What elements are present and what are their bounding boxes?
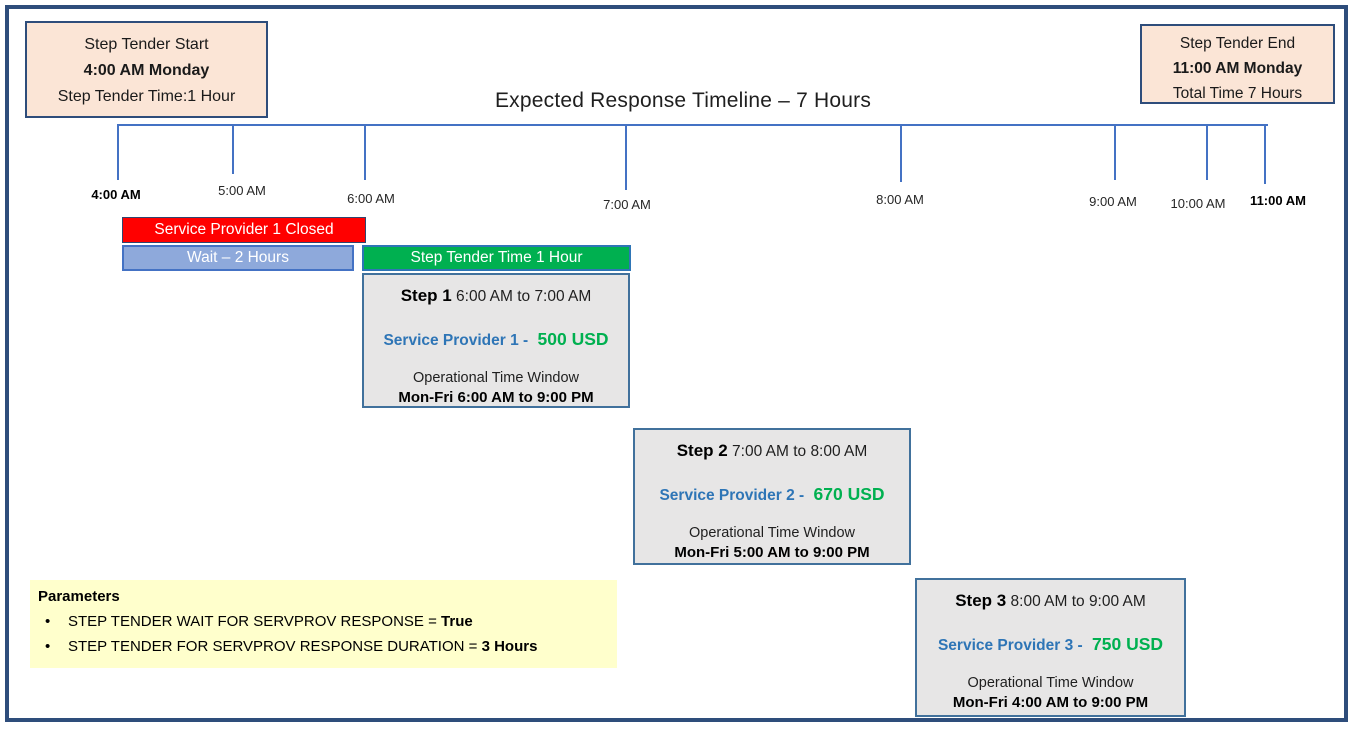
end-box-line2: 11:00 AM Monday — [1172, 60, 1303, 77]
tick-label-7am: 7:00 AM — [603, 197, 651, 212]
outer-frame — [5, 5, 1348, 722]
step-3-otw-hours: Mon-Fri 4:00 AM to 9:00 PM — [952, 694, 1149, 711]
step-tender-start-box: Step Tender Start 4:00 AM Monday Step Te… — [25, 21, 268, 118]
step-tender-end-box: Step Tender End 11:00 AM Monday Total Ti… — [1140, 24, 1335, 104]
tick-8am — [900, 124, 902, 182]
step-3-otw-label: Operational Time Window — [967, 675, 1134, 691]
parameter-1-text: STEP TENDER WAIT FOR SERVPROV RESPONSE = — [68, 613, 437, 630]
step-2-otw-label: Operational Time Window — [688, 525, 855, 541]
tick-7am — [625, 124, 627, 190]
step-1-header: Step 1 6:00 AM to 7:00 AM — [364, 286, 628, 306]
parameter-2-value: 3 Hours — [481, 638, 538, 655]
step-3-name: Step 3 — [955, 591, 1007, 610]
step-3-time: 8:00 AM to 9:00 AM — [1010, 593, 1146, 610]
tick-label-9am: 9:00 AM — [1089, 194, 1137, 209]
step-2-otw-hours: Mon-Fri 5:00 AM to 9:00 PM — [674, 544, 870, 561]
step-2-header: Step 2 7:00 AM to 8:00 AM — [635, 441, 909, 461]
step-3-provider: Service Provider 3 - — [937, 637, 1083, 654]
step-3-header: Step 3 8:00 AM to 9:00 AM — [917, 591, 1184, 611]
parameter-1-value: True — [441, 613, 473, 630]
step-2-name: Step 2 — [676, 441, 728, 460]
tick-10am — [1206, 124, 1208, 180]
start-box-line2: 4:00 AM Monday — [83, 62, 210, 79]
step-2-box: Step 2 7:00 AM to 8:00 AM Service Provid… — [633, 428, 911, 565]
step-1-provider: Service Provider 1 - — [383, 332, 529, 349]
step-3-price: 750 USD — [1092, 634, 1164, 654]
step-3-provider-line: Service Provider 3 - 750 USD — [917, 634, 1184, 655]
tick-6am — [364, 124, 366, 180]
step-2-provider-line: Service Provider 2 - 670 USD — [635, 484, 909, 505]
step-3-box: Step 3 8:00 AM to 9:00 AM Service Provid… — [915, 578, 1186, 717]
timeline-axis — [118, 124, 1268, 126]
step-1-time: 6:00 AM to 7:00 AM — [456, 288, 592, 305]
diagram-title: Expected Response Timeline – 7 Hours — [494, 89, 872, 112]
tick-label-4am: 4:00 AM — [91, 187, 141, 202]
tick-label-8am: 8:00 AM — [876, 192, 924, 207]
step-2-time: 7:00 AM to 8:00 AM — [732, 443, 868, 460]
service-provider-closed-bar: Service Provider 1 Closed — [122, 217, 366, 243]
tick-11am — [1264, 124, 1266, 184]
parameter-item: STEP TENDER WAIT FOR SERVPROV RESPONSE =… — [38, 609, 617, 634]
parameters-box: Parameters STEP TENDER WAIT FOR SERVPROV… — [30, 580, 617, 668]
start-box-line1: Step Tender Start — [84, 36, 209, 53]
start-box-line3: Step Tender Time:1 Hour — [57, 88, 236, 105]
parameters-list: STEP TENDER WAIT FOR SERVPROV RESPONSE =… — [38, 609, 617, 659]
step-1-provider-line: Service Provider 1 - 500 USD — [364, 329, 628, 350]
parameter-2-text: STEP TENDER FOR SERVPROV RESPONSE DURATI… — [68, 638, 478, 655]
step-1-name: Step 1 — [400, 286, 452, 305]
tick-label-11am: 11:00 AM — [1250, 193, 1306, 208]
tick-5am — [232, 124, 234, 174]
parameter-item: STEP TENDER FOR SERVPROV RESPONSE DURATI… — [38, 634, 617, 659]
step-1-price: 500 USD — [537, 329, 609, 349]
step-2-provider: Service Provider 2 - — [659, 487, 805, 504]
tick-label-10am: 10:00 AM — [1170, 196, 1226, 211]
tick-label-5am: 5:00 AM — [218, 183, 266, 198]
end-box-line3: Total Time 7 Hours — [1172, 85, 1303, 102]
step-1-box: Step 1 6:00 AM to 7:00 AM Service Provid… — [362, 273, 630, 408]
step-tender-time-bar: Step Tender Time 1 Hour — [362, 245, 631, 271]
step-1-otw-hours: Mon-Fri 6:00 AM to 9:00 PM — [398, 389, 594, 406]
wait-bar: Wait – 2 Hours — [122, 245, 354, 271]
tick-label-6am: 6:00 AM — [347, 191, 395, 206]
step-2-price: 670 USD — [813, 484, 885, 504]
parameters-title: Parameters — [38, 588, 120, 605]
end-box-line1: Step Tender End — [1179, 35, 1296, 52]
tick-4am — [117, 124, 119, 180]
tick-9am — [1114, 124, 1116, 180]
step-1-otw-label: Operational Time Window — [412, 370, 579, 386]
